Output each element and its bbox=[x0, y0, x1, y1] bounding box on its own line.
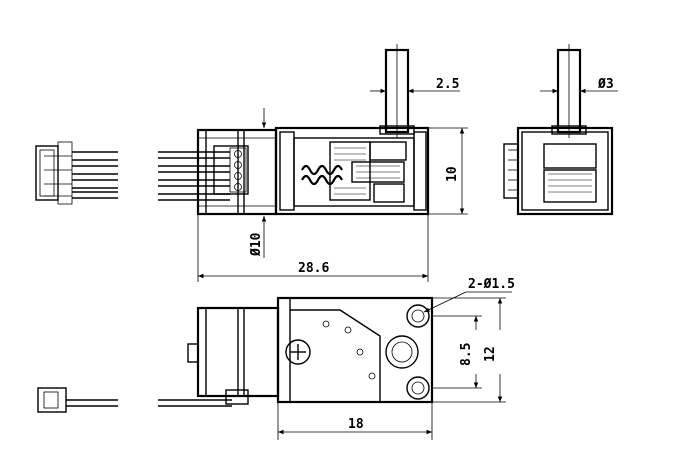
dim-gearbox-height: 10 bbox=[445, 166, 460, 182]
dim-gearbox-length: 18 bbox=[348, 417, 364, 432]
dim-hole-spacing: 8.5 bbox=[459, 343, 474, 366]
connector-side-view bbox=[37, 387, 118, 413]
dim-mount-height: 12 bbox=[483, 346, 498, 362]
dim-mount-holes: 2-Ø1.5 bbox=[468, 277, 515, 292]
dim-total-length: 28.6 bbox=[298, 261, 329, 276]
dim-motor-diameter: Ø10 bbox=[249, 232, 264, 257]
gearbox-front-view bbox=[503, 44, 614, 216]
connector-front-view bbox=[35, 141, 118, 205]
motor-gearbox-side-view bbox=[158, 44, 430, 216]
dim-shaft-diameter: Ø3 bbox=[597, 77, 614, 92]
dim-shaft-length: 2.5 bbox=[436, 77, 459, 92]
motor-gearbox-plan-view bbox=[158, 296, 434, 407]
dimension-lines bbox=[197, 88, 618, 440]
